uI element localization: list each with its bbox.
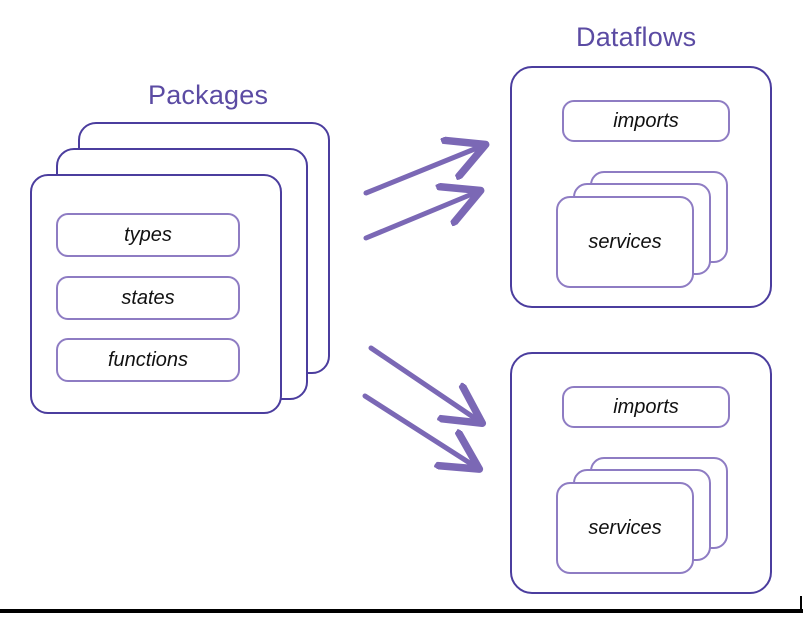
arrow-packages-to-dataflow-1-b [363,192,477,241]
package-chip-types: types [56,213,240,257]
dataflow-1-service-card-front: services [556,196,694,288]
dataflows-title: Dataflows [576,22,697,52]
arrow-packages-to-dataflow-1-a [363,146,482,196]
package-chip-functions: functions [56,338,240,382]
bottom-edge-rule [0,609,803,613]
dataflow-1-imports-chip: imports [562,100,730,142]
arrow-packages-to-dataflow-2-a [368,345,479,421]
right-edge-rule [800,596,802,610]
dataflow-2-service-card-front: services [556,482,694,574]
dataflow-2-imports-chip: imports [562,386,730,428]
packages-title: Packages [148,80,269,110]
arrow-packages-to-dataflow-2-b [362,393,476,467]
package-chip-states: states [56,276,240,320]
